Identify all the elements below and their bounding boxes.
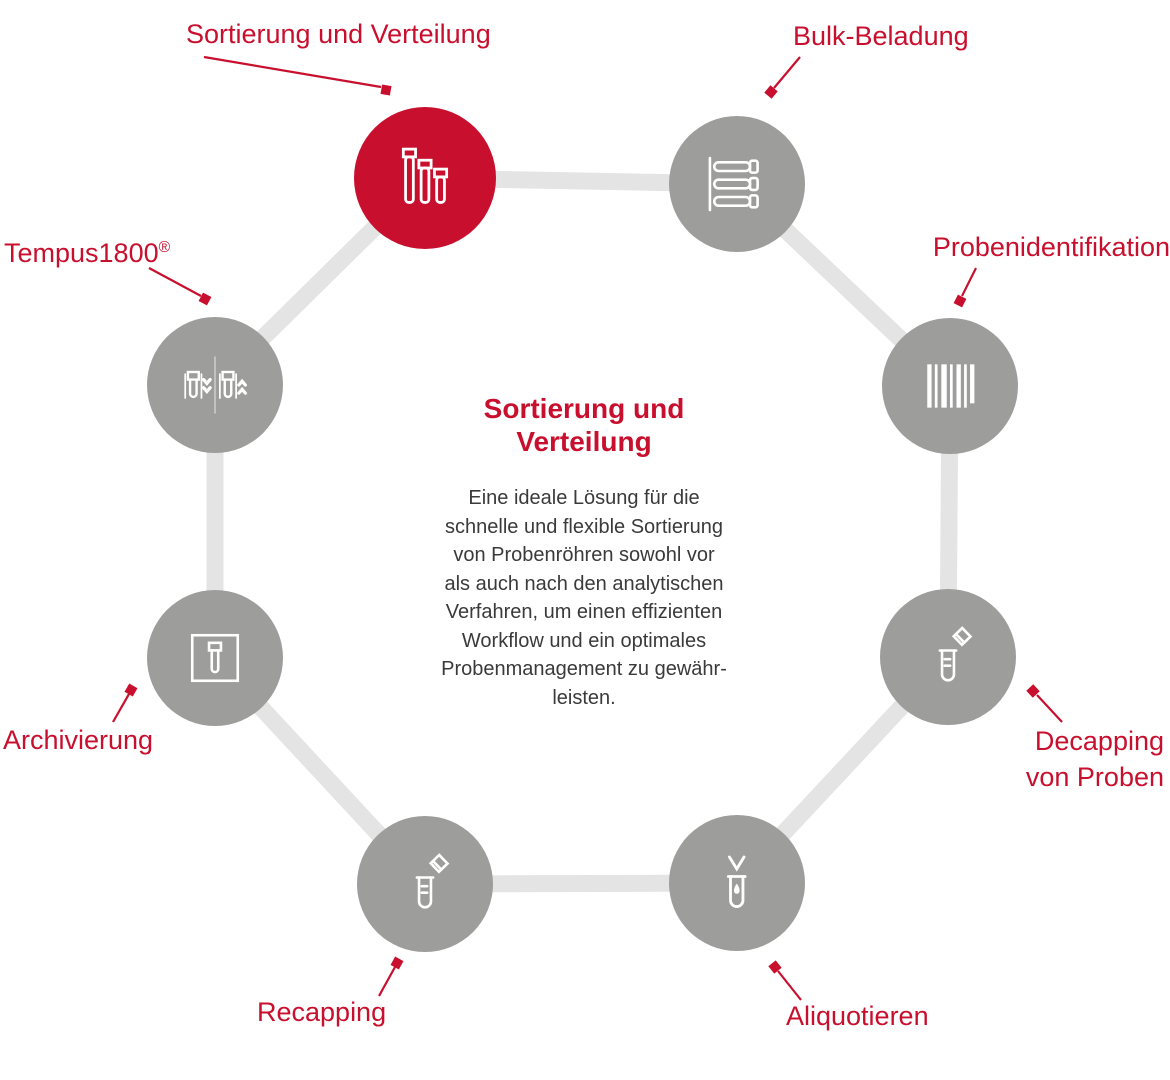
label-leader-lines (112, 55, 1063, 1001)
registered-trademark-symbol: ® (158, 239, 171, 256)
center-description-line: Workflow und ein optimales (461, 629, 707, 652)
node-probenidentifikation[interactable] (882, 318, 1018, 454)
decapper-icon (938, 626, 973, 682)
barcode-icon (927, 364, 975, 408)
node-aliquotieren[interactable] (669, 815, 805, 951)
label-tempus1800-text: Tempus1800 (4, 238, 159, 268)
tempus-loader-icon (184, 356, 247, 414)
node-tempus1800[interactable] (147, 317, 283, 453)
center-description-line: schnelle und flexible Sortierung (445, 515, 723, 538)
center-description-line: Verfahren, um einen effizienten (445, 601, 723, 623)
label-tempus1800: Tempus1800® (4, 232, 170, 269)
label-sortierung-verteilung: Sortierung und Verteilung (186, 19, 491, 49)
center-description-line: leisten. (552, 686, 616, 709)
label-bulk-beladung: Bulk-Beladung (793, 21, 969, 51)
center-description-line: von Probenröhren sowohl vor (453, 544, 715, 566)
label-aliquotieren: Aliquotieren (786, 1001, 929, 1031)
center-title: Sortierung und Verteilung (398, 392, 770, 458)
sample-tubes-icon (401, 147, 449, 204)
leader-end-markers (124, 84, 1040, 974)
label-archivierung: Archivierung (3, 725, 154, 755)
center-panel: Sortierung und Verteilung Eine ideale Lö… (398, 392, 770, 712)
center-description-line: als auch nach den analytischen (444, 572, 724, 595)
node-archivierung[interactable] (147, 590, 283, 726)
label-decapping-line2: von Proben (1025, 762, 1164, 792)
label-decapping: Decapping von Proben (1026, 723, 1164, 795)
node-sortierung-verteilung[interactable] (354, 107, 496, 249)
center-title-line2: Verteilung (516, 426, 652, 457)
center-description-line: Probenmanagement zu gewähr- (441, 658, 727, 680)
archive-box-icon (190, 633, 240, 683)
label-recapping: Recapping (257, 997, 387, 1027)
node-decapping[interactable] (880, 589, 1016, 725)
label-decapping-line1: Decapping (1034, 726, 1164, 756)
center-description-line: Eine ideale Lösung für die (468, 487, 700, 509)
tube-rack-icon (708, 156, 759, 212)
center-description: Eine ideale Lösung für die schnelle und … (398, 484, 770, 712)
node-bulk-beladung[interactable] (669, 116, 805, 252)
aliquoter-icon (726, 855, 747, 908)
recapper-icon (415, 853, 450, 909)
node-recapping[interactable] (357, 816, 493, 952)
label-probenidentifikation: Probenidentifikation (932, 232, 1170, 262)
center-title-line1: Sortierung und (483, 393, 685, 424)
